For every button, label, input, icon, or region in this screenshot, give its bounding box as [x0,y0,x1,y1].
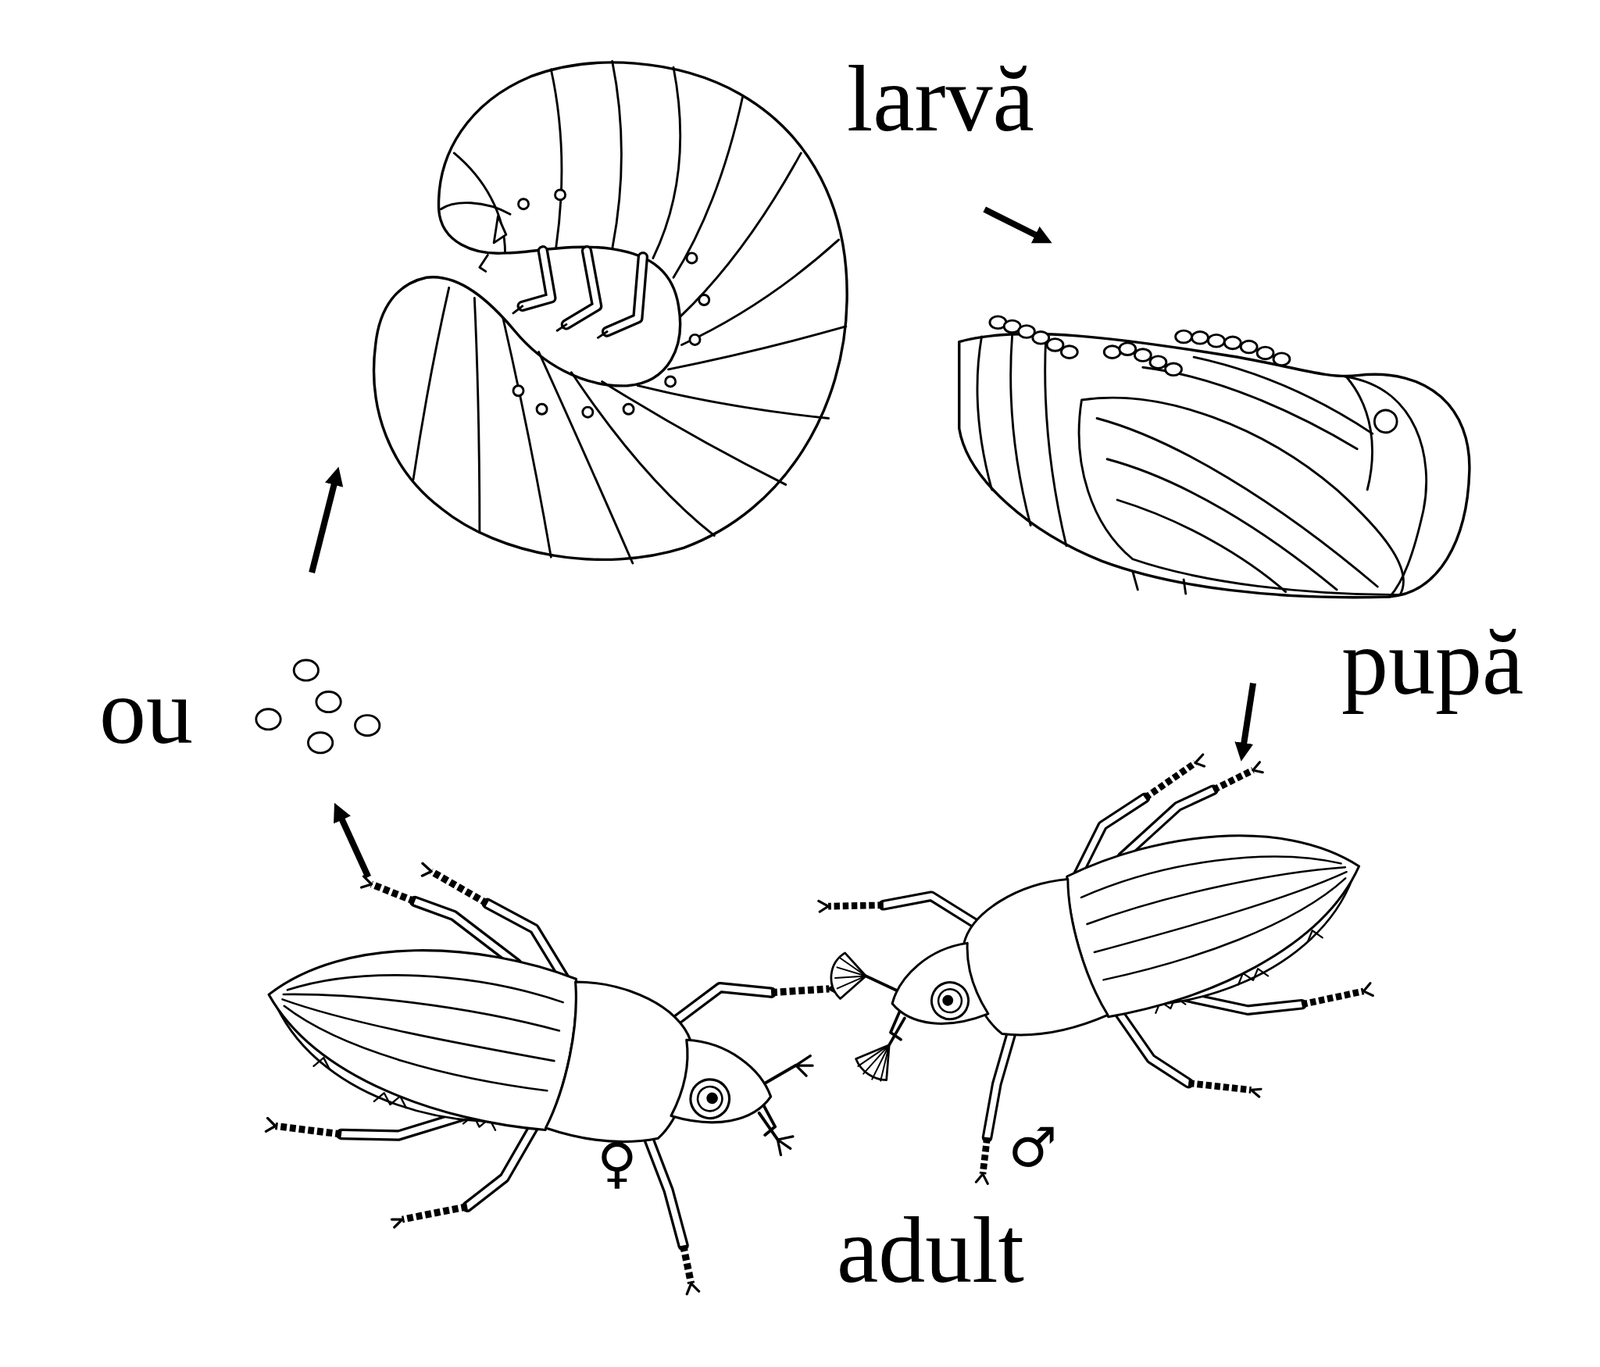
sex-symbol: ♂ [1008,1120,1058,1175]
life-stage: pupă [953,306,1469,597]
stage-name: adult [836,1203,1025,1298]
cycle-arrow [1242,683,1254,755]
stage-name: ou [99,664,193,759]
pupa-drawing [959,316,1470,598]
sex-symbol: ♀ [596,1135,637,1191]
pupa-appendages [989,316,1290,376]
spiracles [513,189,710,418]
life-stage: ou [254,657,388,750]
male-beetle [799,721,1416,1211]
stage-name: larvă [846,52,1035,147]
stage-name: pupă [1341,615,1524,710]
life-stage: larvă [296,46,847,469]
larva-drawing [374,60,848,564]
female-beetle [226,839,847,1313]
cycle-arrow [311,474,337,573]
eggs [256,660,380,754]
cycle-arrow [337,810,368,878]
life-stage: adult [265,882,1362,1286]
cycle-arrow [984,209,1046,240]
